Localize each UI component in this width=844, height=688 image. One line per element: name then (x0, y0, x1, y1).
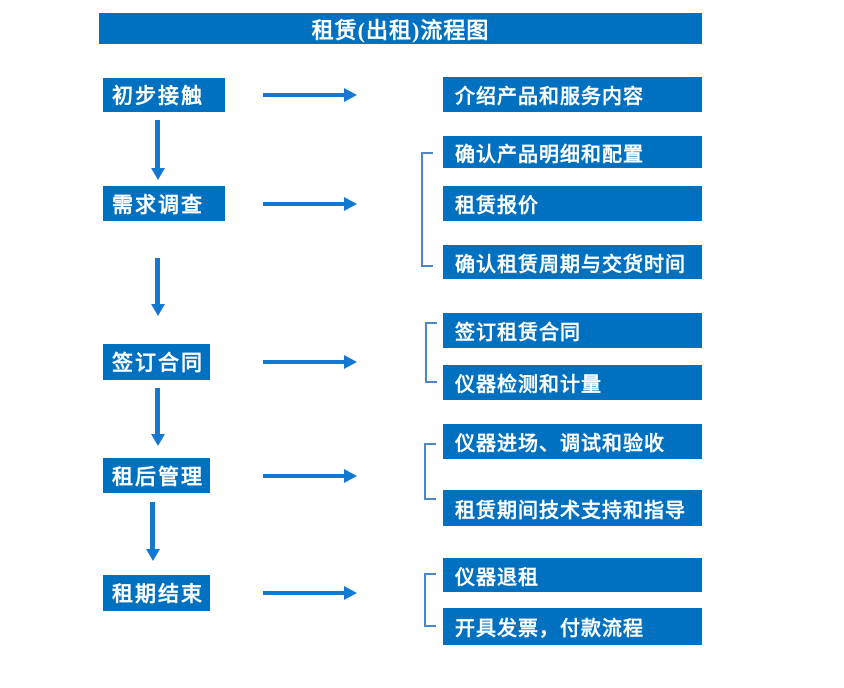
detail-box-instrument-return: 仪器退租 (443, 558, 702, 592)
arrow-down-icon (155, 258, 160, 304)
arrow-right-icon (263, 93, 344, 97)
arrow-down-icon (155, 388, 160, 434)
arrow-right-icon (263, 591, 344, 595)
group-bracket (424, 443, 436, 500)
stage-box-post-rental-management: 租后管理 (103, 458, 210, 493)
group-bracket (421, 152, 433, 267)
detail-box-invoice-payment: 开具发票，付款流程 (443, 608, 702, 645)
stage-box-lease-end: 租期结束 (103, 575, 210, 611)
stage-box-demand-survey: 需求调查 (103, 186, 225, 221)
detail-box-instrument-entry: 仪器进场、调试和验收 (443, 424, 702, 459)
group-bracket (424, 573, 436, 627)
detail-box-intro-products: 介绍产品和服务内容 (443, 77, 702, 112)
detail-box-sign-rental-contract: 签订租赁合同 (443, 313, 702, 348)
detail-box-confirm-product-details: 确认产品明细和配置 (443, 136, 702, 168)
stage-box-initial-contact: 初步接触 (103, 78, 225, 112)
stage-box-sign-contract: 签订合同 (103, 344, 210, 380)
detail-box-instrument-inspection: 仪器检测和计量 (443, 365, 702, 400)
arrow-right-icon (263, 202, 344, 206)
page-title: 租赁(出租)流程图 (99, 13, 702, 44)
arrow-right-icon (263, 360, 344, 364)
detail-box-tech-support: 租赁期间技术支持和指导 (443, 490, 702, 526)
arrow-down-icon (155, 120, 160, 168)
arrow-down-icon (150, 502, 155, 549)
detail-box-confirm-rental-period: 确认租赁周期与交货时间 (443, 245, 702, 279)
group-bracket (425, 322, 437, 383)
arrow-right-icon (263, 474, 344, 478)
detail-box-rental-quote: 租赁报价 (443, 186, 702, 221)
